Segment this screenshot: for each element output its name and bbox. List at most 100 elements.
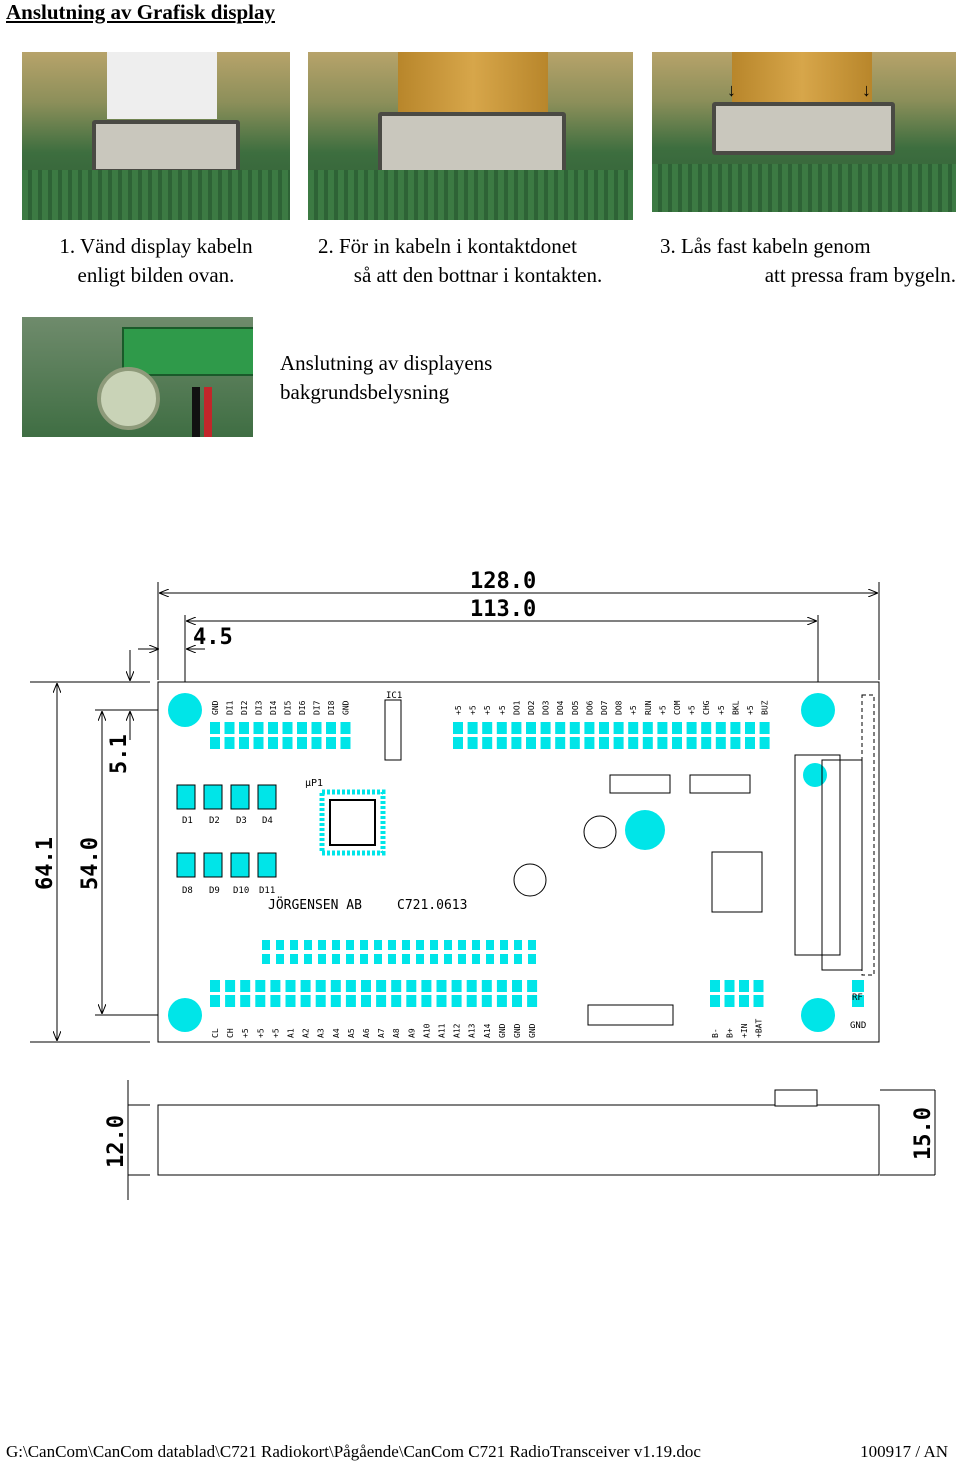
svg-text:D2: D2 bbox=[209, 816, 220, 826]
pin-pad bbox=[496, 980, 507, 992]
svg-text:D4: D4 bbox=[262, 816, 273, 826]
pin-pad bbox=[481, 980, 492, 992]
dim-thickness: 12.0 bbox=[104, 1115, 129, 1168]
pin-label: DO6 bbox=[585, 700, 594, 715]
pin-label: A13 bbox=[468, 1023, 477, 1038]
pin-label: A2 bbox=[302, 1028, 311, 1038]
rf-label: RF bbox=[852, 993, 863, 1003]
pin-label: A6 bbox=[362, 1028, 371, 1038]
ic3-chip bbox=[609, 774, 671, 794]
resistor-pad bbox=[346, 940, 354, 950]
bottom-right-header: B-B++IN+BAT bbox=[710, 980, 764, 1038]
resistor-pad bbox=[500, 954, 508, 964]
pin-pad bbox=[672, 737, 682, 749]
pin-label: A8 bbox=[392, 1028, 401, 1038]
pin-pad bbox=[599, 722, 609, 734]
pin-pad bbox=[345, 995, 356, 1007]
pin-pad bbox=[340, 737, 351, 749]
pin-pad bbox=[715, 737, 726, 749]
pin-label: +5 bbox=[498, 705, 507, 715]
pin-pad bbox=[724, 980, 735, 992]
side-view-connector bbox=[774, 1089, 818, 1107]
resistor-pad bbox=[262, 940, 270, 950]
resistor-pad bbox=[374, 940, 382, 950]
pin-pad bbox=[710, 980, 720, 992]
resistor-pad bbox=[318, 940, 326, 950]
pin-pad bbox=[340, 722, 351, 734]
diode bbox=[176, 784, 196, 810]
pin-pad bbox=[540, 737, 551, 749]
pin-pad bbox=[496, 737, 507, 749]
dim-thickness-max: 15.0 bbox=[911, 1107, 936, 1160]
photo-backlight bbox=[22, 317, 253, 437]
resistor-pad bbox=[262, 954, 270, 964]
pin-label: DI2 bbox=[240, 700, 249, 715]
pin-label: COM bbox=[673, 700, 682, 715]
pin-pad bbox=[268, 737, 278, 749]
dim-total-width: 128.0 bbox=[470, 569, 536, 594]
pin-pad bbox=[376, 995, 387, 1007]
pin-label: +5 bbox=[658, 705, 667, 715]
pin-label: GND bbox=[528, 1023, 537, 1038]
svg-text:D8: D8 bbox=[182, 886, 193, 896]
pin-pad bbox=[225, 980, 236, 992]
pin-pad bbox=[466, 980, 477, 992]
pin-pad bbox=[436, 995, 447, 1007]
pin-label: +5 bbox=[746, 705, 755, 715]
resistor-pad bbox=[472, 954, 480, 964]
pin-pad bbox=[210, 995, 220, 1007]
pin-label: CHG bbox=[702, 700, 711, 715]
k2-pad bbox=[803, 763, 827, 787]
pin-label: DO3 bbox=[542, 700, 551, 715]
pin-pad bbox=[282, 722, 293, 734]
pin-pad bbox=[330, 995, 341, 1007]
pin-pad bbox=[224, 737, 235, 749]
pin-pad bbox=[569, 722, 580, 734]
step-3-line1: 3. Lås fast kabeln genom bbox=[660, 234, 871, 258]
pin-pad bbox=[496, 995, 507, 1007]
mounting-hole bbox=[168, 998, 202, 1032]
pin-pad bbox=[315, 995, 326, 1007]
pin-pad bbox=[300, 995, 311, 1007]
pin-pad bbox=[315, 980, 326, 992]
pin-pad bbox=[453, 722, 463, 734]
pin-pad bbox=[239, 722, 249, 734]
pin-pad bbox=[326, 737, 336, 749]
pin-pad bbox=[759, 737, 770, 749]
pin-pad bbox=[511, 737, 522, 749]
pin-label: BKL bbox=[731, 700, 740, 715]
pin-label: +BAT bbox=[755, 1019, 764, 1038]
resistor-pad bbox=[276, 954, 284, 964]
pin-pad bbox=[657, 722, 668, 734]
pin-pad bbox=[330, 980, 341, 992]
page-title: Anslutning av Grafisk display bbox=[6, 0, 276, 24]
pin-pad bbox=[724, 995, 735, 1007]
pin-label: DO2 bbox=[527, 700, 536, 715]
resistor-pad bbox=[472, 940, 480, 950]
pin-pad bbox=[739, 995, 749, 1007]
pin-pad bbox=[628, 722, 639, 734]
pin-pad bbox=[268, 722, 278, 734]
pin-pad bbox=[421, 995, 432, 1007]
pin-pad bbox=[210, 980, 220, 992]
pin-pad bbox=[482, 722, 493, 734]
resistor-array bbox=[262, 940, 536, 964]
pin-pad bbox=[453, 737, 463, 749]
resistor-pad bbox=[346, 954, 354, 964]
ic4-chip bbox=[689, 774, 751, 794]
pin-label: DI3 bbox=[255, 700, 264, 715]
pin-label: +5 bbox=[454, 705, 463, 715]
pin-pad bbox=[406, 995, 417, 1007]
pin-label: +5 bbox=[271, 1028, 280, 1038]
pin-label: A14 bbox=[483, 1023, 492, 1038]
pin-pad bbox=[253, 722, 264, 734]
backlight-line2: bakgrundsbelysning bbox=[280, 380, 450, 404]
step-1-caption: 1. Vänd display kabeln enligt bilden ova… bbox=[22, 232, 290, 290]
pin-pad bbox=[555, 737, 566, 749]
pin-pad bbox=[436, 980, 447, 992]
pin-pad bbox=[511, 722, 522, 734]
pin-label: +5 bbox=[256, 1028, 265, 1038]
pin-pad bbox=[739, 980, 749, 992]
backlight-caption: Anslutning av displayens bakgrundsbelysn… bbox=[280, 349, 492, 407]
